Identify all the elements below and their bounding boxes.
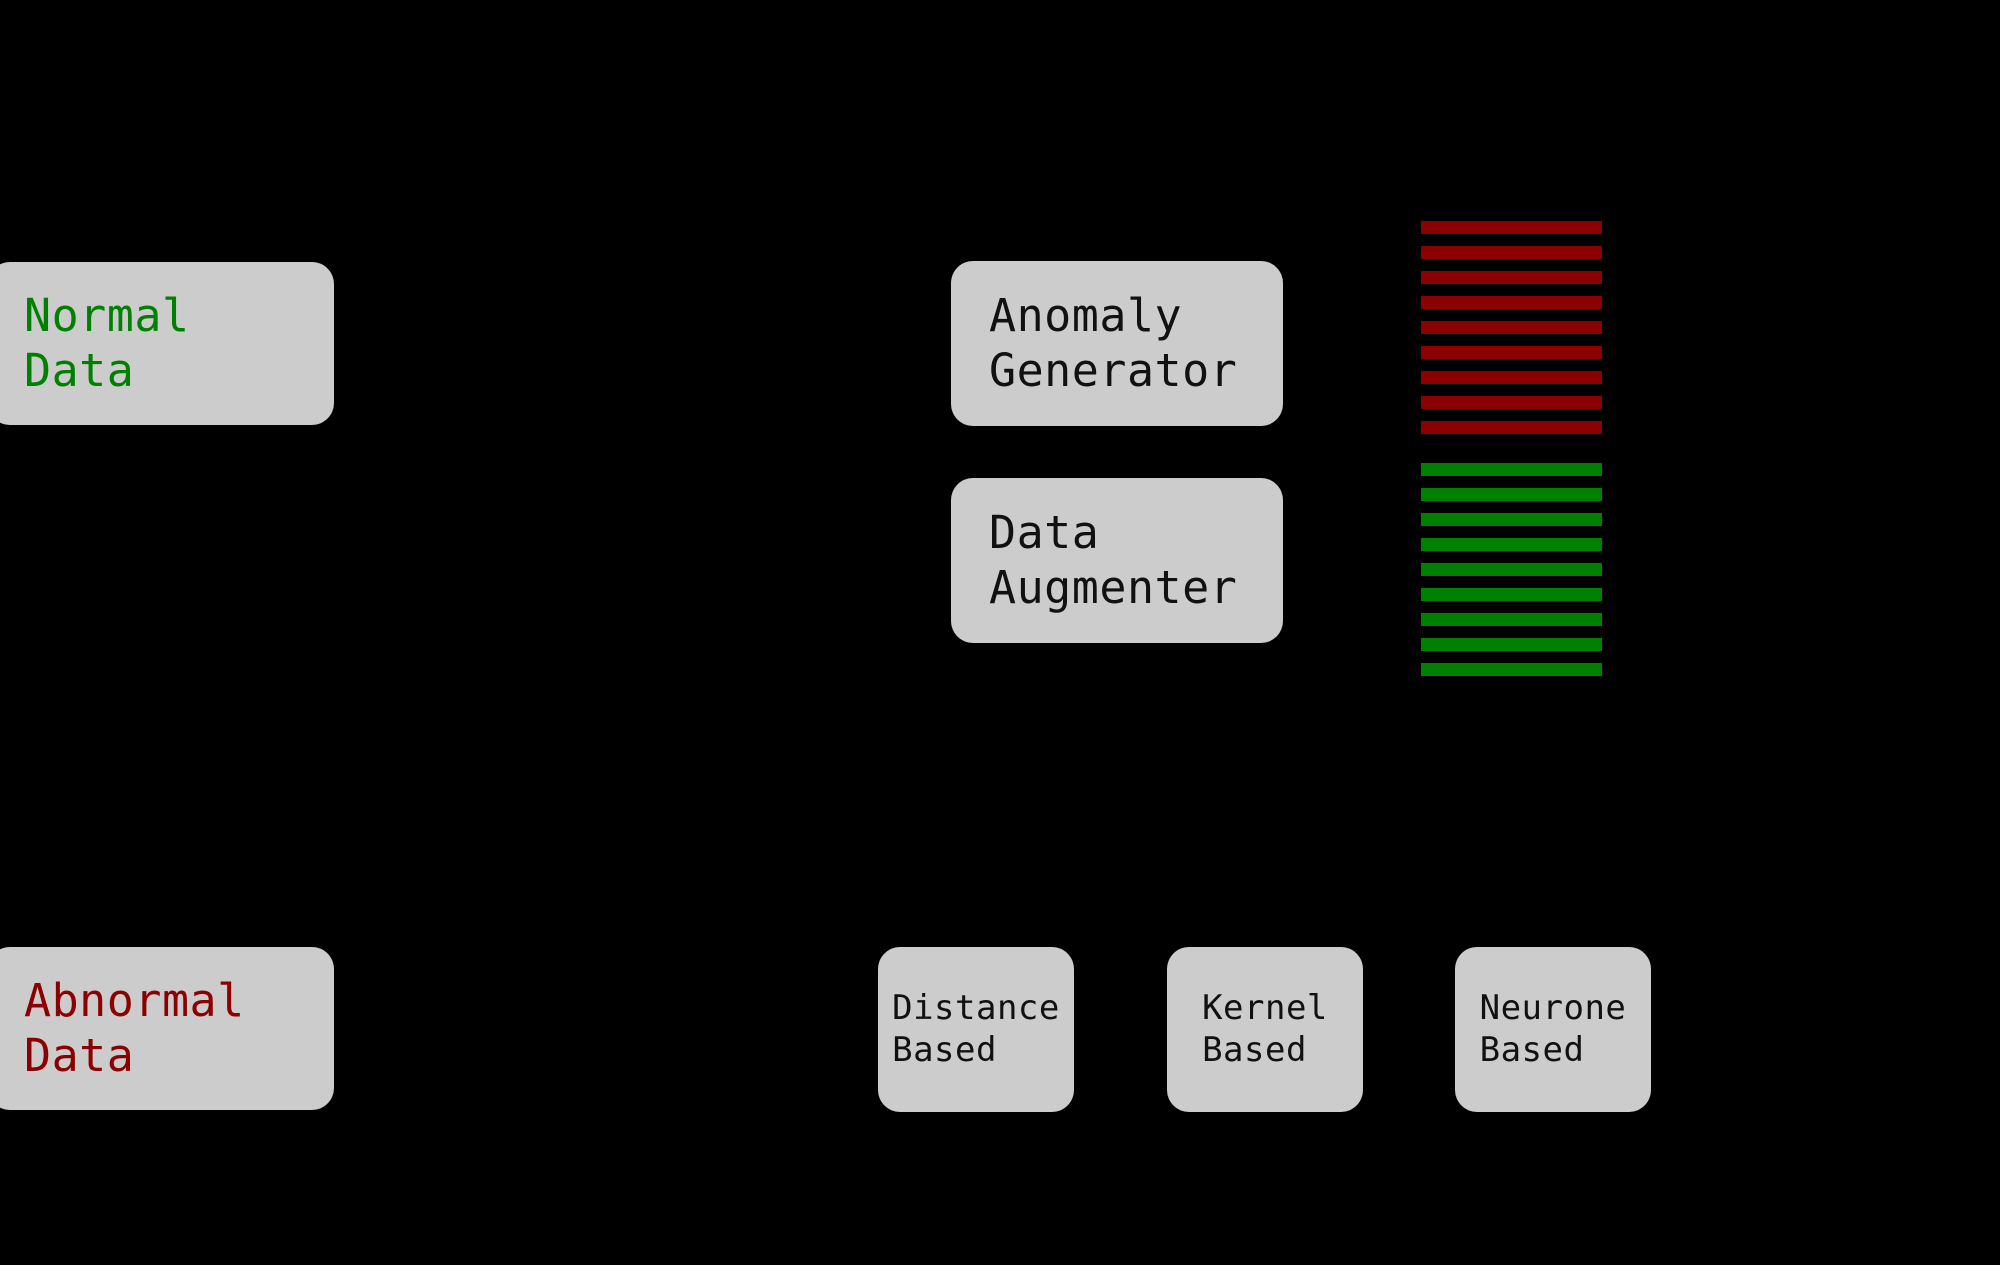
node-anomaly-generator-label: Anomaly Generator xyxy=(989,288,1238,397)
sample-stripe xyxy=(1421,221,1602,234)
node-abnormal-data[interactable]: Abnormal Data xyxy=(0,947,334,1110)
sample-stripe xyxy=(1421,588,1602,601)
sample-stripe xyxy=(1421,563,1602,576)
node-distance-based[interactable]: Distance Based xyxy=(878,947,1074,1112)
sample-stripe xyxy=(1421,321,1602,334)
node-anomaly-generator[interactable]: Anomaly Generator xyxy=(951,261,1283,426)
sample-stripe xyxy=(1421,246,1602,259)
sample-stripe xyxy=(1421,463,1602,476)
node-data-augmenter-label: Data Augmenter xyxy=(989,505,1238,614)
sample-stripe xyxy=(1421,271,1602,284)
sample-stripe xyxy=(1421,421,1602,434)
node-neurone-based-label: Neurone Based xyxy=(1479,988,1627,1070)
node-neurone-based[interactable]: Neurone Based xyxy=(1455,947,1651,1112)
sample-stripe xyxy=(1421,663,1602,676)
sample-stripe xyxy=(1421,613,1602,626)
node-kernel-based-label: Kernel Based xyxy=(1202,988,1328,1070)
node-normal-data-label: Normal Data xyxy=(24,288,190,397)
sample-stripe xyxy=(1421,488,1602,501)
sample-stripe xyxy=(1421,296,1602,309)
node-distance-based-label: Distance Based xyxy=(892,988,1060,1070)
sample-stripe xyxy=(1421,396,1602,409)
node-data-augmenter[interactable]: Data Augmenter xyxy=(951,478,1283,643)
sample-stripe xyxy=(1421,346,1602,359)
sample-stripe xyxy=(1421,638,1602,651)
sample-stripe xyxy=(1421,513,1602,526)
node-kernel-based[interactable]: Kernel Based xyxy=(1167,947,1363,1112)
node-abnormal-data-label: Abnormal Data xyxy=(24,973,245,1082)
sample-stripe xyxy=(1421,371,1602,384)
node-normal-data[interactable]: Normal Data xyxy=(0,262,334,425)
sample-stripe xyxy=(1421,538,1602,551)
